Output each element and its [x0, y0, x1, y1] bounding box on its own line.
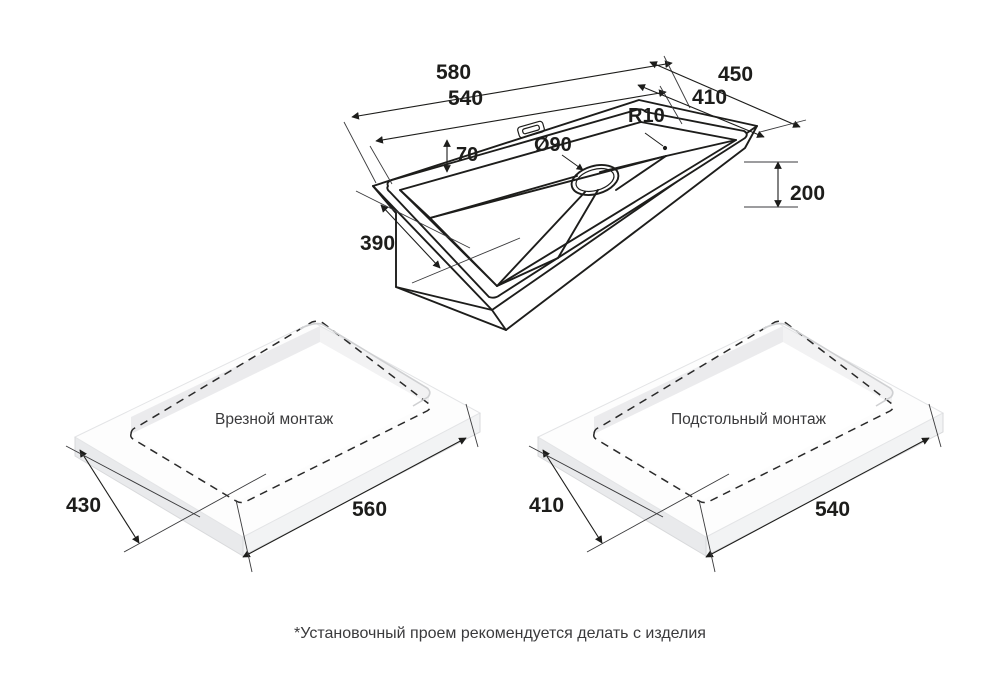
- dimension-label-200: 200: [790, 182, 825, 205]
- dimension-70: 70: [443, 139, 478, 173]
- dimension-label-540: 540: [448, 87, 483, 110]
- cutout-label-flush-mount: Врезной монтаж: [215, 411, 334, 428]
- dimension-label-540-cutout: 540: [815, 498, 850, 521]
- drain-hole: [570, 164, 620, 196]
- dimension-200: 200: [744, 161, 825, 208]
- cutout-diagram-undermount: Подстольный монтаж: [536, 320, 945, 557]
- cutout-diagram-flush-mount: Врезной монтаж: [73, 320, 482, 557]
- dimension-label-diameter90: Ø90: [534, 134, 572, 156]
- dimension-label-560: 560: [352, 498, 387, 521]
- dimension-label-70: 70: [456, 144, 478, 166]
- dimension-390: 390: [355, 190, 521, 284]
- dimension-560: 560: [235, 403, 479, 573]
- sink-bowl-interior: [399, 121, 737, 287]
- dimension-label-450: 450: [718, 63, 753, 86]
- dimension-label-410: 410: [692, 86, 727, 109]
- footnote-text: *Установочный проем рекомендуется делать…: [294, 625, 706, 642]
- cutout-label-undermount: Подстольный монтаж: [671, 411, 827, 428]
- dimension-label-r10: R10: [628, 105, 665, 127]
- callout-corner-radius: R10: [628, 105, 668, 151]
- dimension-540: 540: [369, 85, 683, 185]
- dimension-label-390: 390: [360, 232, 395, 255]
- dimension-label-410-cutout: 410: [529, 494, 564, 517]
- dimension-540-cutout: 540: [698, 403, 942, 573]
- bowl-slope-lines: [429, 155, 667, 287]
- callout-drain-diameter: Ø90: [534, 134, 584, 171]
- dimension-410: 410: [637, 84, 765, 138]
- dimension-label-580: 580: [436, 61, 471, 84]
- dimension-label-430: 430: [66, 494, 101, 517]
